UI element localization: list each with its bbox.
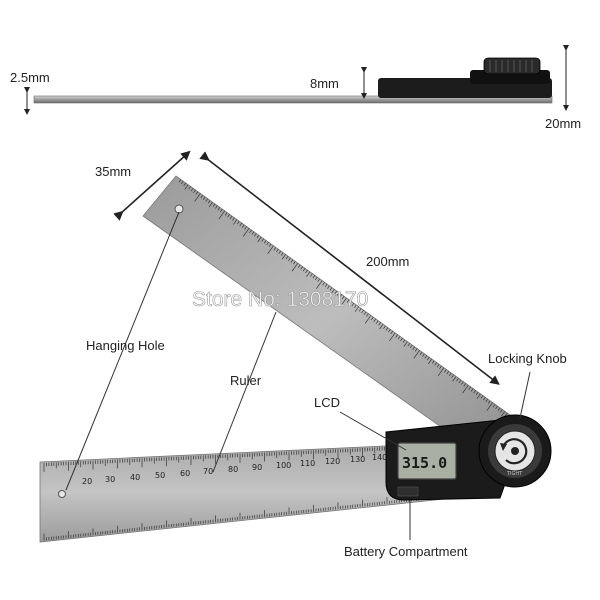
ruler-tick — [193, 189, 196, 193]
ruler-tick — [485, 398, 489, 403]
lcd-reading: 315.0 — [402, 454, 447, 472]
ruler-tick — [468, 386, 472, 390]
lcd-housing: 315.0 — [385, 419, 511, 501]
svg-text:50: 50 — [155, 471, 165, 480]
svg-text:30: 30 — [105, 475, 115, 484]
dim-height-label: 20mm — [545, 116, 581, 131]
ruler-tick — [195, 191, 199, 195]
svg-text:20: 20 — [82, 477, 92, 486]
diagonal-ruler-arm — [142, 175, 518, 457]
dim-body-label: 8mm — [310, 76, 339, 91]
ruler-tick — [473, 390, 476, 394]
ruler-tick — [487, 400, 491, 404]
ruler-tick — [476, 393, 481, 399]
ruler-tick — [462, 384, 469, 394]
dim-width-arrow — [113, 150, 191, 221]
dim-thickness-label: 2.5mm — [10, 70, 50, 85]
svg-text:40: 40 — [130, 473, 140, 482]
knob-arrowhead-icon — [500, 443, 507, 451]
store-watermark: Store No: 1308170 — [192, 288, 368, 311]
ruler-tick — [470, 388, 474, 392]
svg-text:60: 60 — [180, 469, 190, 478]
svg-text:90: 90 — [252, 463, 262, 472]
dim-length-label: 200mm — [366, 254, 409, 269]
callout-ruler: Ruler — [230, 373, 262, 388]
ruler-tick — [475, 391, 479, 396]
ruler-tick — [486, 402, 493, 411]
svg-text:130: 130 — [350, 455, 365, 464]
ruler-tick — [495, 405, 498, 410]
callout-line-ruler — [212, 311, 277, 473]
callout-line-lcd — [339, 411, 407, 451]
svg-text:100: 100 — [276, 461, 291, 470]
locking-knob: TIGHT — [478, 414, 552, 488]
dim-length-arrow — [199, 151, 500, 385]
ruler-tick — [500, 409, 503, 413]
callout-locking-knob: Locking Knob — [488, 351, 567, 366]
svg-text:70: 70 — [203, 467, 213, 476]
ruler-tick — [480, 395, 484, 399]
knob-center — [511, 447, 519, 455]
callout-line-hanging-hole — [65, 211, 180, 491]
horizontal-arm-hole — [58, 490, 66, 498]
battery-compartment — [397, 486, 419, 497]
side-view-ruler-bar — [33, 95, 553, 104]
ruler-tick — [492, 404, 496, 408]
lcd-screen — [397, 442, 457, 480]
dim-width-label: 35mm — [95, 164, 131, 179]
callout-line-knob — [519, 371, 531, 419]
knob-rotate-arrow-icon — [501, 438, 528, 465]
ruler-tick — [501, 411, 506, 417]
ruler-tick — [504, 412, 508, 417]
callout-lcd: LCD — [314, 395, 340, 410]
diagonal-arm-plate — [142, 175, 518, 457]
ruler-tick — [483, 397, 486, 401]
knob-tight-label: TIGHT — [506, 471, 523, 477]
callout-hanging-hole: Hanging Hole — [86, 338, 165, 353]
hanging-hole — [174, 204, 184, 214]
svg-text:120: 120 — [325, 457, 340, 466]
callout-battery: Battery Compartment — [344, 544, 468, 559]
ruler-tick — [497, 407, 501, 411]
side-view: 2.5mm 8mm 20mm — [10, 45, 581, 131]
horizontal-arm-numbers: 20 30 40 50 60 70 80 90 100 110 120 130 … — [82, 453, 387, 486]
ruler-tick — [190, 187, 194, 192]
svg-text:80: 80 — [228, 465, 238, 474]
svg-text:110: 110 — [300, 459, 315, 468]
side-view-knob-grip — [489, 60, 533, 72]
svg-text:140: 140 — [372, 453, 387, 462]
